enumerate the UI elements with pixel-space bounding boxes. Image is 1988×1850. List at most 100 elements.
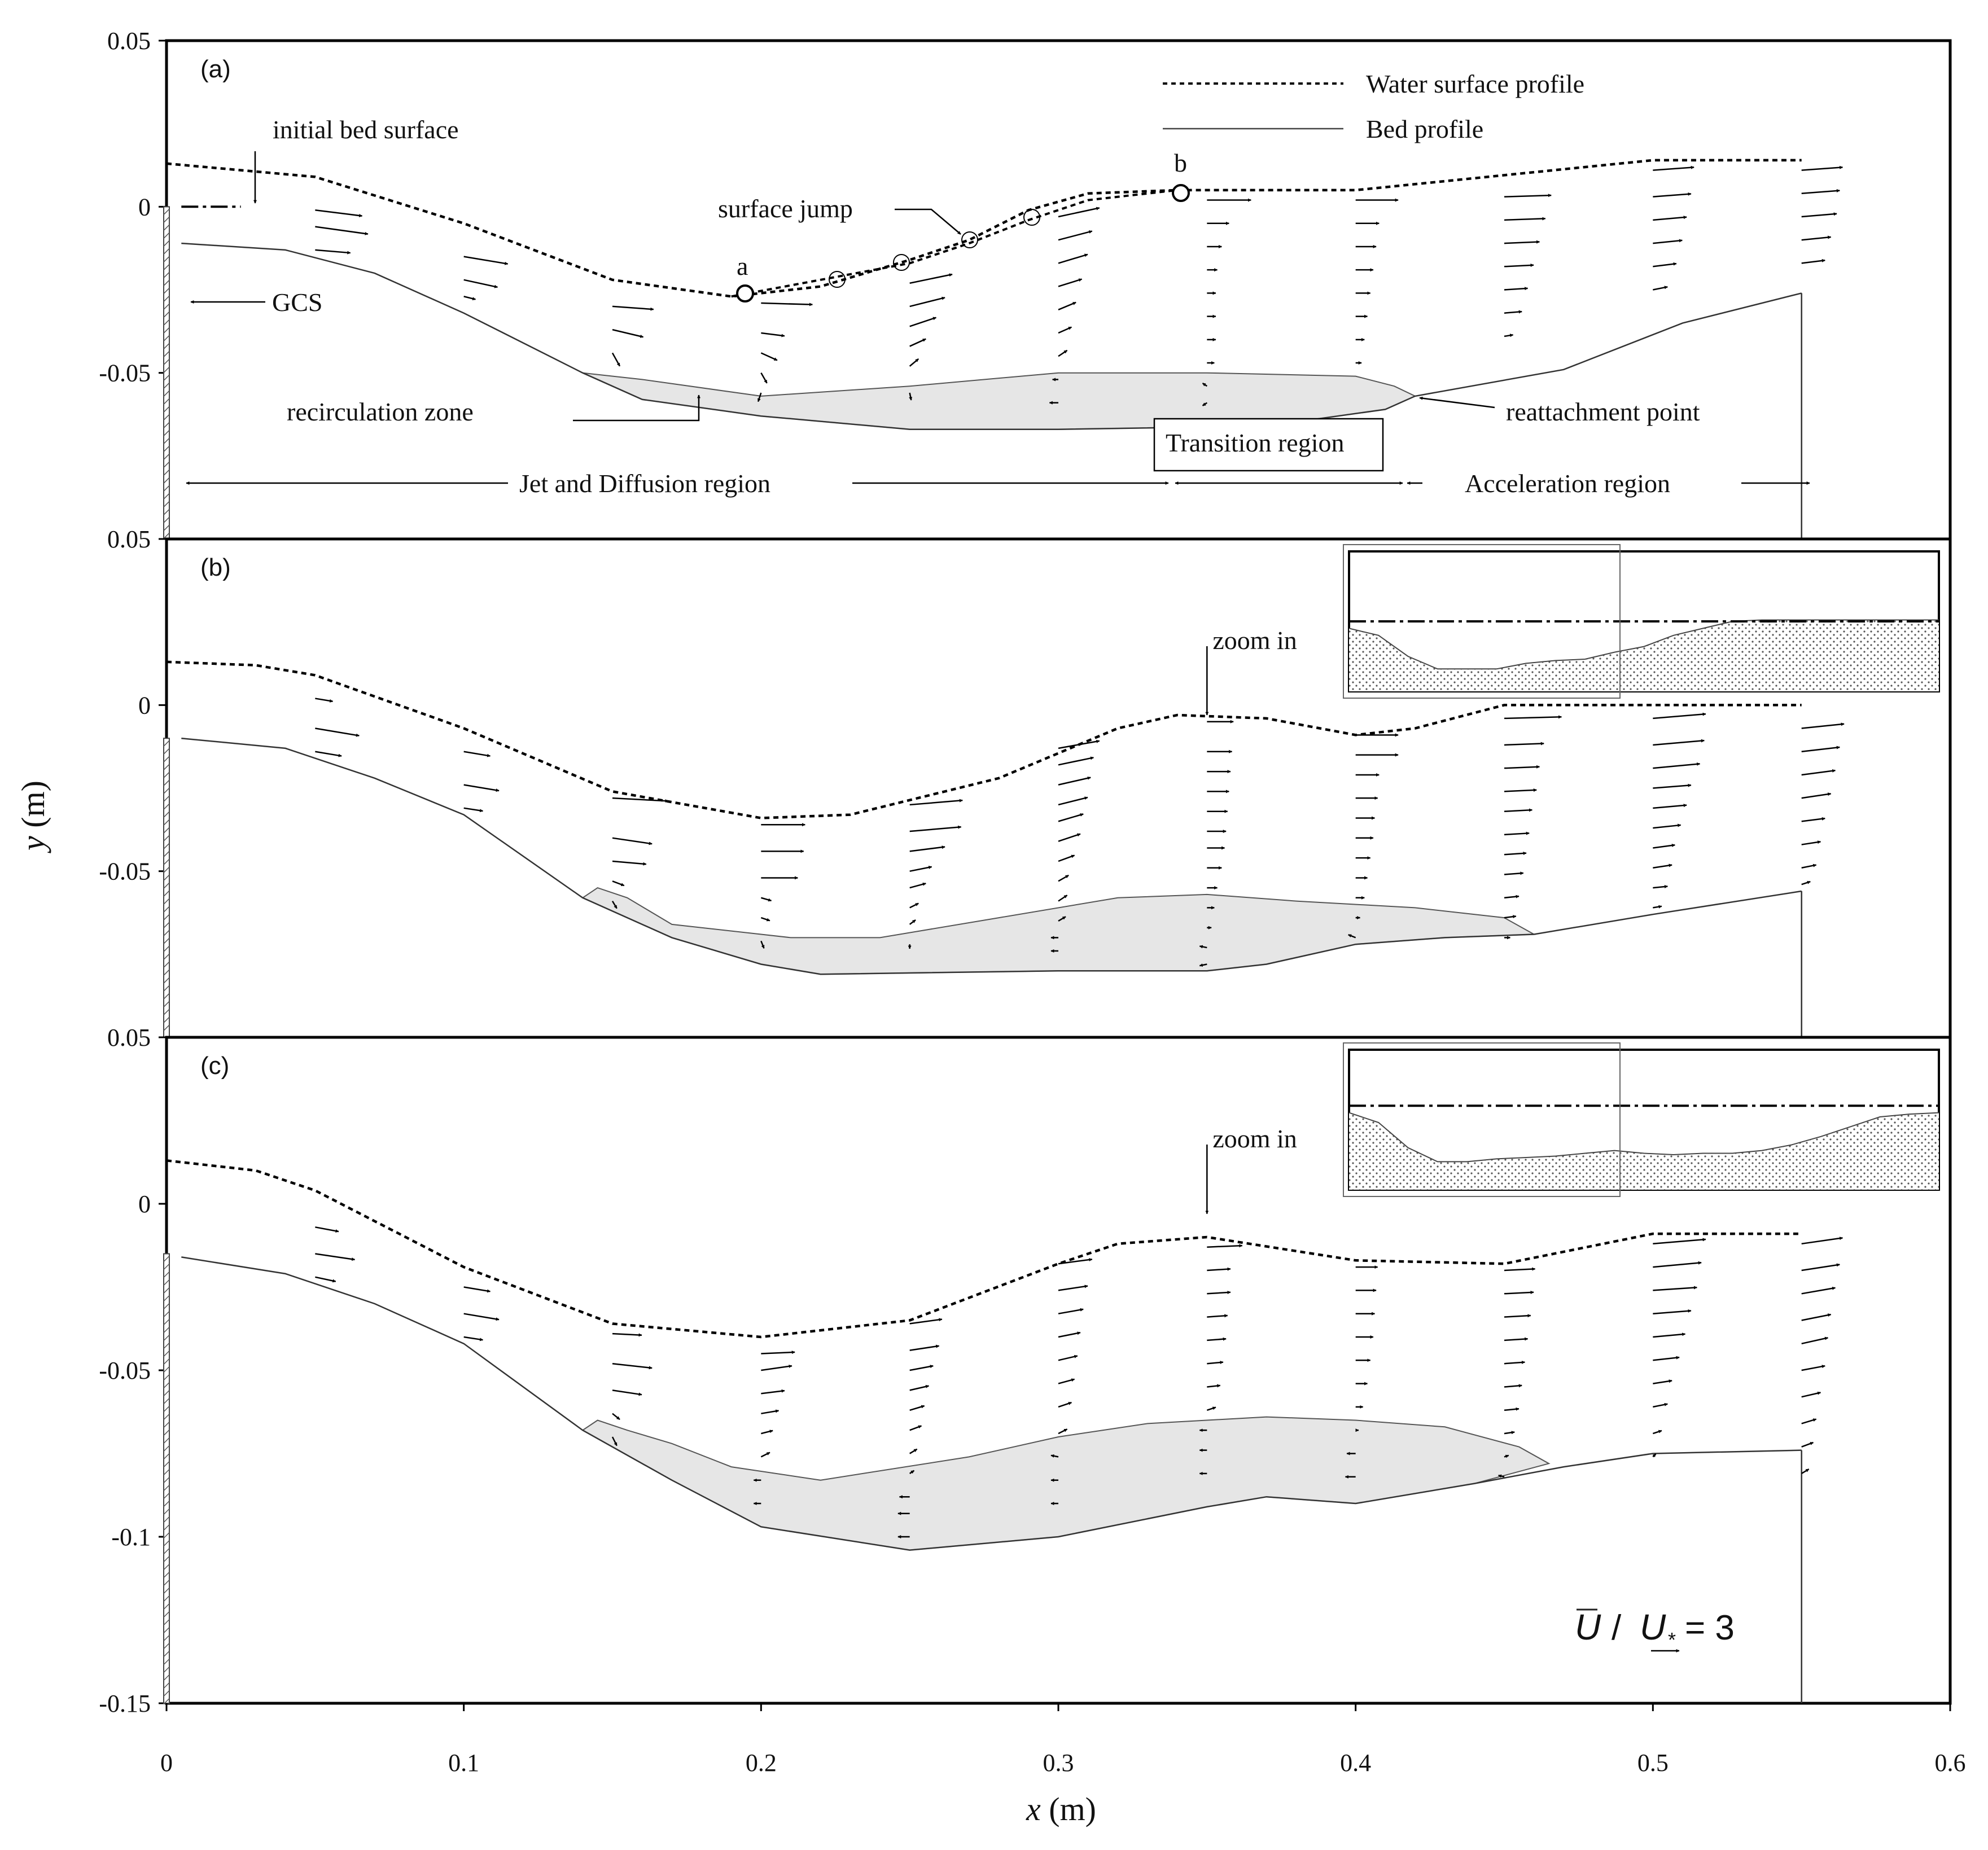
- velocity-vectors: [315, 165, 1844, 406]
- velocity-vector: [1199, 963, 1207, 967]
- gcs-wall-hatch: [163, 1397, 170, 1405]
- velocity-vector: [1504, 831, 1530, 836]
- velocity-vector: [1504, 1431, 1515, 1435]
- gcs-wall-hatch: [163, 1437, 170, 1444]
- velocity-vector: [315, 1253, 356, 1261]
- velocity-vector: [463, 1286, 491, 1293]
- y-tick-label: 0: [138, 1190, 151, 1218]
- velocity-vector: [1653, 885, 1668, 889]
- velocity-vector: [1207, 1267, 1231, 1272]
- gcs-wall-hatch: [163, 898, 170, 905]
- acceleration-region-label: Acceleration region: [1465, 469, 1670, 498]
- velocity-vector: [463, 751, 491, 757]
- velocity-vector: [761, 332, 785, 337]
- gcs-wall-hatch: [163, 945, 170, 952]
- gcs-wall-hatch: [163, 1421, 170, 1428]
- velocity-vector: [1058, 1258, 1093, 1265]
- velocity-vector: [1058, 756, 1094, 766]
- gcs-wall-hatch: [163, 882, 170, 889]
- velocity-vector: [1801, 722, 1845, 729]
- velocity-vector: [1058, 1401, 1072, 1408]
- velocity-vector: [612, 305, 654, 311]
- velocity-vector: [761, 1430, 773, 1435]
- gcs-wall-hatch: [163, 914, 170, 920]
- velocity-vector: [463, 1313, 500, 1321]
- gcs-wall-hatch: [163, 779, 170, 786]
- gcs-wall: [163, 1253, 170, 1705]
- gcs-wall-hatch: [163, 350, 170, 357]
- gcs-wall-hatch: [163, 1366, 170, 1373]
- y-tick-label: -0.05: [99, 858, 151, 885]
- velocity-vector: [1207, 1361, 1224, 1365]
- scale-subscript: *: [1668, 1628, 1676, 1651]
- gcs-wall-hatch: [163, 835, 170, 841]
- gcs-wall-hatch: [163, 1571, 170, 1579]
- gcs-wall-hatch: [163, 1413, 170, 1421]
- y-tick-label: -0.05: [99, 1357, 151, 1384]
- gcs-wall-hatch: [163, 1492, 170, 1500]
- legend-water-label: Water surface profile: [1366, 69, 1584, 98]
- velocity-vector: [909, 273, 953, 284]
- jet-region-label: Jet and Diffusion region: [519, 469, 770, 498]
- velocity-vector: [1504, 851, 1527, 856]
- gcs-wall-hatch: [163, 930, 170, 936]
- gcs-wall-hatch: [163, 1698, 170, 1705]
- gcs-wall-hatch: [163, 787, 170, 794]
- velocity-vector: [1801, 1468, 1810, 1474]
- velocity-vector: [1801, 189, 1840, 195]
- velocity-vector: [1653, 1238, 1706, 1245]
- gcs-wall-body: [163, 206, 170, 540]
- velocity-vector: [1058, 833, 1081, 842]
- velocity-vector: [760, 1452, 770, 1458]
- velocity-vector: [1504, 715, 1562, 720]
- zoom-inset: [1343, 1042, 1940, 1197]
- gcs-wall-hatch: [163, 1674, 170, 1681]
- bed-profile: [181, 242, 1802, 430]
- gcs-wall-hatch: [163, 874, 170, 881]
- jump-markers: [829, 209, 1040, 288]
- y-tick-label: -0.1: [111, 1523, 151, 1551]
- gcs-wall-hatch: [163, 1532, 170, 1539]
- velocity-vector: [611, 352, 621, 367]
- gcs-wall-hatch: [163, 756, 170, 762]
- velocity-vector: [1058, 278, 1083, 287]
- gcs-wall-hatch: [163, 1350, 170, 1357]
- gcs-wall-hatch: [163, 1334, 170, 1342]
- gcs-wall-hatch: [163, 311, 170, 318]
- velocity-vector: [1058, 1331, 1081, 1338]
- x-tick-label: 0.1: [448, 1749, 479, 1777]
- velocity-vector: [463, 784, 500, 792]
- velocity-vector: [909, 845, 945, 852]
- transition-box: [1153, 418, 1384, 472]
- gcs-wall-hatch: [163, 1016, 170, 1023]
- velocity-vector: [909, 919, 916, 925]
- gcs-wall-hatch: [163, 287, 170, 294]
- velocity-vector: [760, 352, 778, 361]
- velocity-vector: [1504, 310, 1522, 314]
- velocity-vector: [612, 1362, 653, 1370]
- velocity-vector: [909, 799, 963, 806]
- velocity-vector: [1801, 1391, 1821, 1398]
- velocity-vector: [1207, 1291, 1231, 1295]
- gcs-wall-hatch: [163, 1009, 170, 1015]
- gcs-wall-hatch: [163, 437, 170, 444]
- velocity-vector: [612, 860, 647, 866]
- inset-sediment: [1349, 1112, 1939, 1190]
- velocity-vector: [611, 1436, 618, 1446]
- bed-profile: [181, 1256, 1802, 1551]
- gcs-wall-hatch: [163, 271, 170, 278]
- velocity-vector: [1652, 1430, 1662, 1435]
- gcs-wall-hatch: [163, 477, 170, 484]
- gcs-wall-hatch: [163, 1468, 170, 1476]
- gcs-wall-hatch: [163, 1587, 170, 1594]
- velocity-vector: [611, 901, 618, 909]
- velocity-vector: [1801, 235, 1832, 241]
- y-tick-label: 0.05: [107, 27, 151, 55]
- gcs-wall-hatch: [163, 764, 170, 770]
- gcs-wall-hatch: [163, 906, 170, 913]
- gcs-wall-hatch: [163, 993, 170, 999]
- velocity-vector: [1504, 217, 1546, 221]
- y-tick-label: 0.05: [107, 1024, 151, 1051]
- velocity-vector: [1504, 1384, 1522, 1388]
- velocity-vector: [761, 1409, 780, 1414]
